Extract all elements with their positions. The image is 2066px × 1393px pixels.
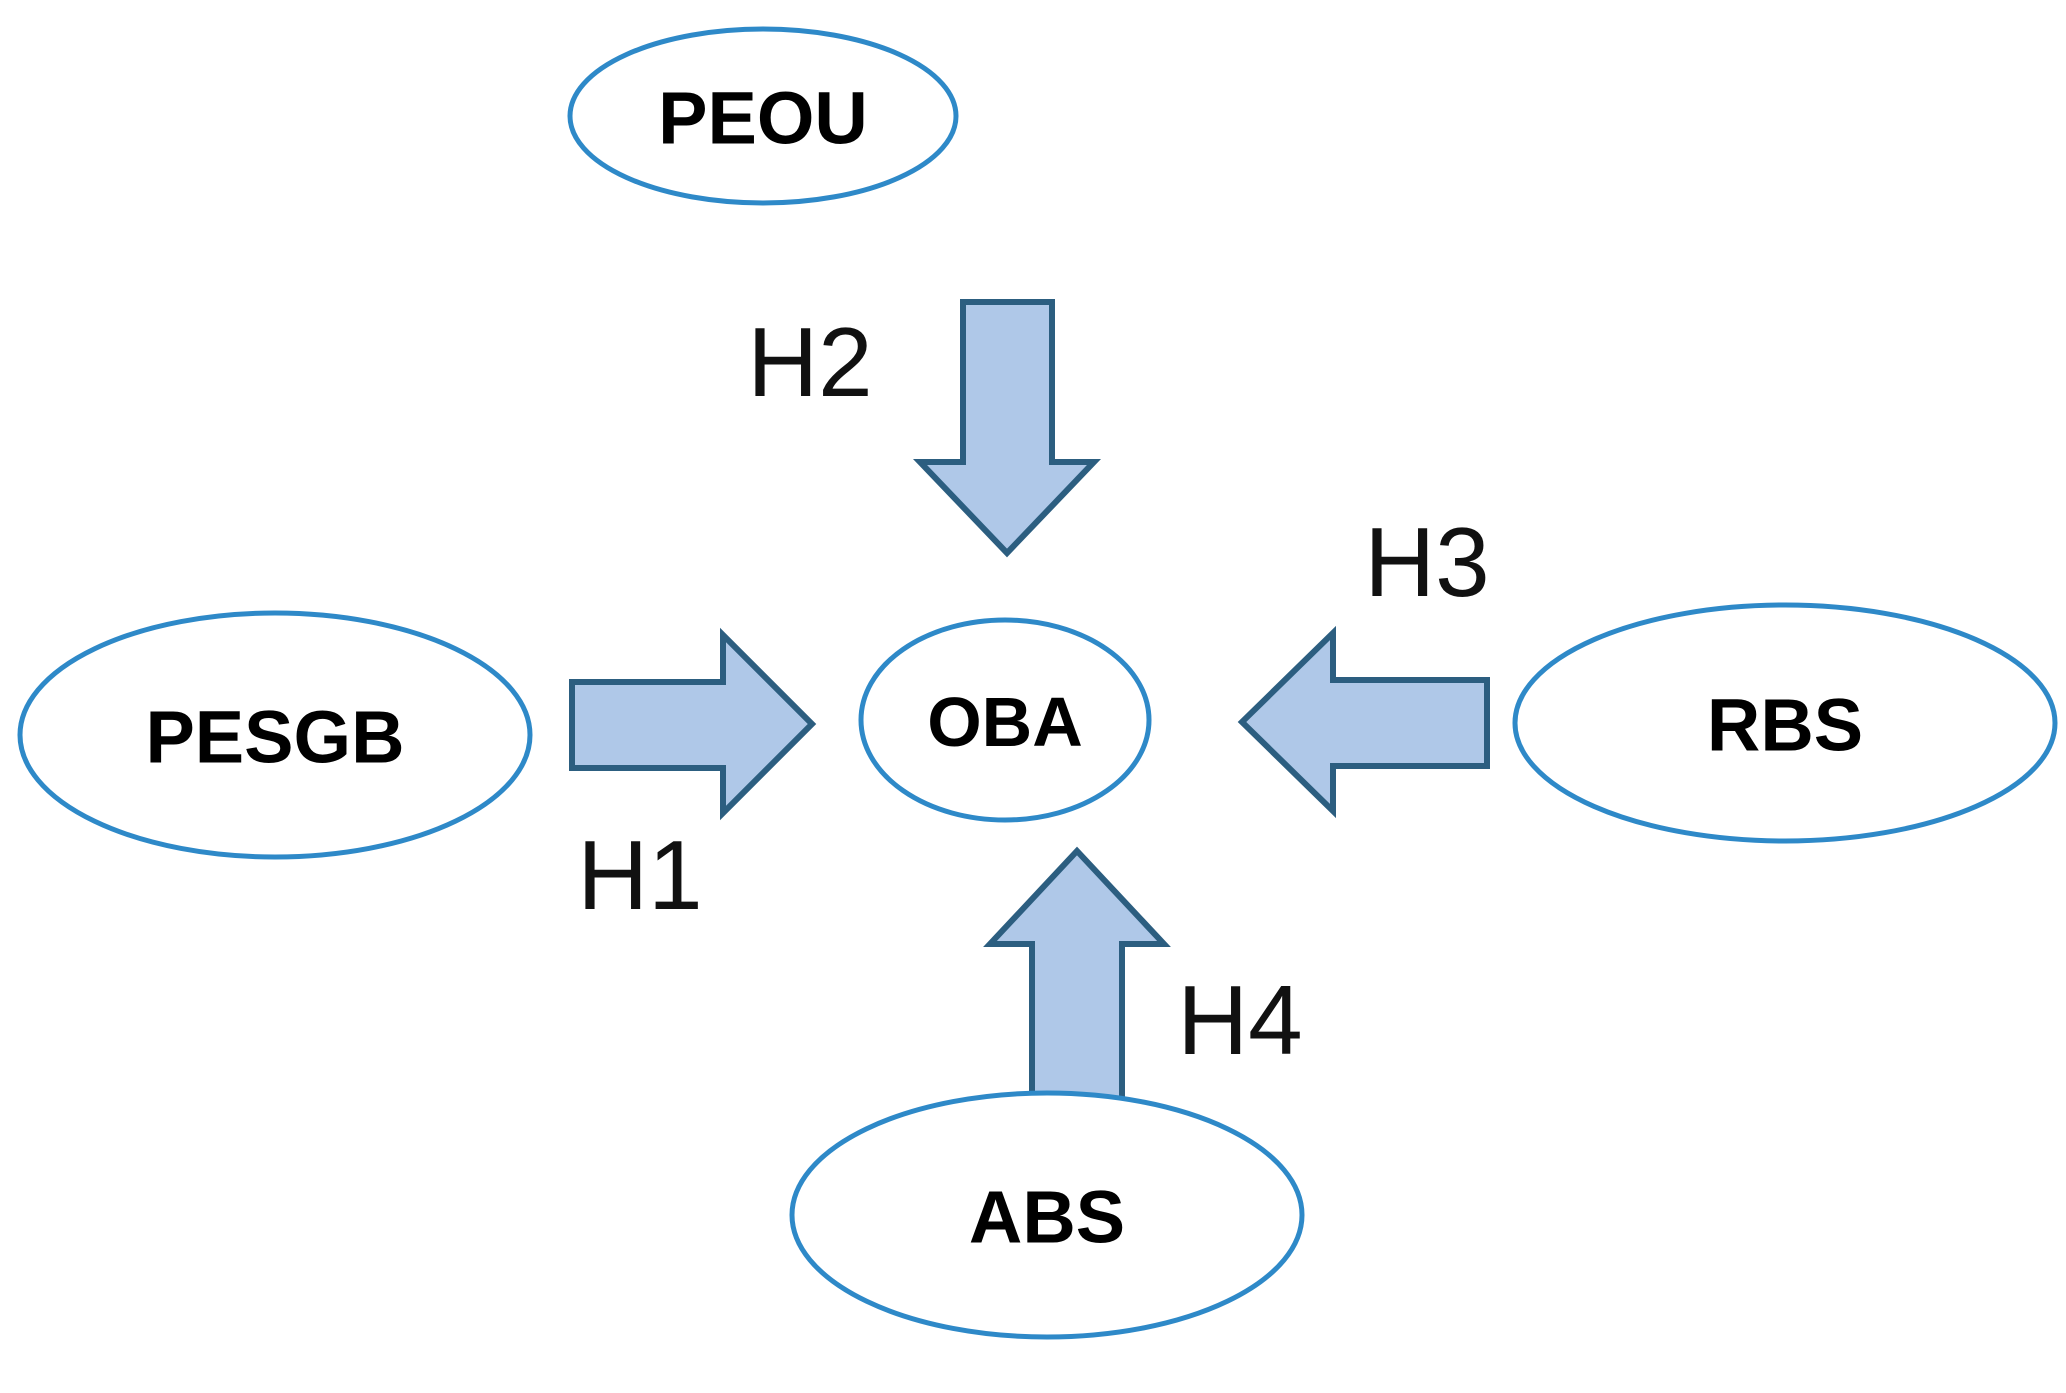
right-arrow-icon xyxy=(569,627,817,821)
node-oba[interactable]: OBA xyxy=(858,617,1152,823)
ellipse-peou[interactable] xyxy=(567,26,959,206)
node-oba-label: OBA xyxy=(927,683,1083,761)
hypothesis-label-h4: H4 xyxy=(1177,965,1302,1075)
ellipse-abs[interactable] xyxy=(789,1090,1305,1340)
left-arrow-icon xyxy=(1237,625,1490,819)
node-peou-label: PEOU xyxy=(658,77,868,160)
arrow-rbs-to-oba xyxy=(1237,625,1490,819)
arrow-pesgb-to-oba xyxy=(569,627,817,821)
ellipse-rbs[interactable] xyxy=(1512,602,2058,844)
node-peou[interactable]: PEOU xyxy=(567,26,959,206)
hypothesis-label-h1: H1 xyxy=(577,820,702,930)
arrow-peou-to-oba xyxy=(912,299,1102,558)
down-arrow-icon xyxy=(912,299,1102,558)
node-abs-label: ABS xyxy=(969,1176,1125,1259)
node-pesgb[interactable]: PESGB xyxy=(17,610,533,860)
hypothesis-label-h3: H3 xyxy=(1364,507,1489,617)
hypothesis-label-h2: H2 xyxy=(747,307,872,417)
node-rbs-label: RBS xyxy=(1707,684,1863,767)
arrow-abs-to-oba xyxy=(983,846,1171,1107)
node-rbs[interactable]: RBS xyxy=(1512,602,2058,844)
ellipse-oba[interactable] xyxy=(858,617,1152,823)
up-arrow-icon xyxy=(983,846,1171,1107)
node-pesgb-label: PESGB xyxy=(145,696,404,779)
ellipse-pesgb[interactable] xyxy=(17,610,533,860)
node-abs[interactable]: ABS xyxy=(789,1090,1305,1340)
